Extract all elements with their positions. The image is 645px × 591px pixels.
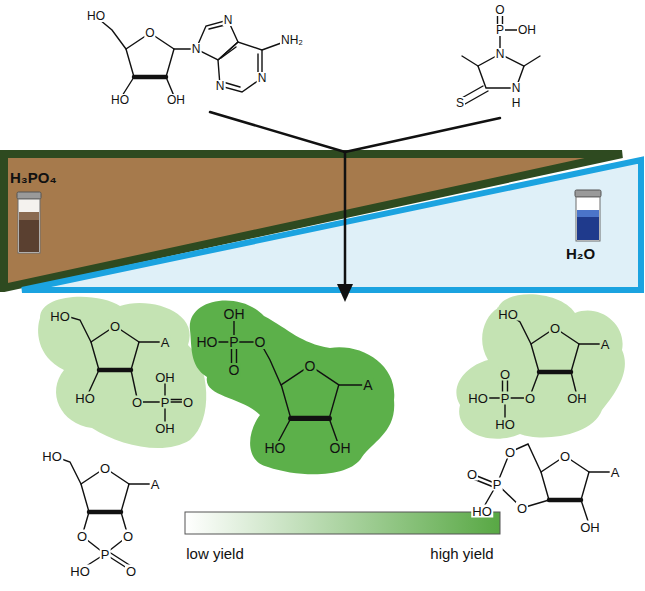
atom-label: O (254, 335, 267, 349)
atom-label: O (122, 530, 134, 543)
atom-label: O (499, 368, 511, 381)
atom-label: OH (566, 392, 588, 405)
legend-label: low yield (185, 546, 245, 561)
atom-label: OH (154, 371, 176, 384)
atom-label: A (150, 478, 161, 491)
atom-label: HO (41, 450, 63, 463)
atom-label: O (76, 530, 88, 543)
atom-label: P (160, 396, 171, 409)
atom-label: O (131, 396, 143, 409)
legend-label: high yield (429, 546, 494, 561)
atom-label: N (215, 80, 226, 92)
atom-label: O (504, 446, 516, 459)
atom-label: OH (329, 441, 352, 455)
solvent-label: H₂O (566, 246, 595, 263)
atom-label: A (160, 336, 171, 349)
atom-label: HO (69, 565, 91, 578)
arrow-head (337, 284, 353, 302)
atom-label: NH₂ (280, 34, 304, 46)
atom-label: N (511, 82, 522, 94)
atom-label: A (362, 378, 373, 392)
atom-label: O (228, 363, 241, 377)
atom-label: O (466, 468, 478, 481)
atom-label: O (125, 565, 137, 578)
solvent-band: H₂O (18, 156, 645, 294)
solvent-label: H₃PO₄ (10, 170, 57, 187)
atom-label: H (511, 97, 522, 109)
atom-label: OH (154, 422, 176, 435)
yield-blob (190, 300, 395, 474)
atom-label: HO (467, 392, 489, 405)
atom-label: P (100, 548, 111, 561)
atom-label: P (228, 335, 239, 349)
atom-label: OH (517, 24, 537, 36)
atom-label: HO (494, 418, 516, 431)
atom-label: HO (110, 94, 130, 106)
atom-label: OH (579, 521, 601, 534)
atom-label: O (99, 462, 111, 475)
atom-label: N (223, 14, 234, 26)
yield-gradient-bar (185, 512, 500, 534)
vial (575, 190, 601, 241)
atom-label: HO (196, 335, 219, 349)
atom-label: O (304, 359, 317, 373)
atom-label: O (144, 27, 155, 39)
atom-label: HO (497, 308, 519, 321)
atom-label: P (495, 24, 505, 36)
atom-label: O (559, 450, 571, 463)
atom-label: P (500, 392, 511, 405)
atom-label: HO (264, 441, 287, 455)
vial (17, 192, 41, 253)
atom-label: N (257, 72, 268, 84)
atom-label: O (516, 502, 528, 515)
atom-label: HO (74, 392, 96, 405)
band-shape (18, 156, 645, 294)
atom-label: S (455, 97, 465, 109)
atom-label: O (494, 4, 505, 16)
atom-label: N (495, 48, 506, 60)
atom-label: P (492, 478, 503, 491)
atom-label: OH (223, 307, 246, 321)
atom-label: A (610, 466, 621, 479)
atom-label: HO (86, 10, 106, 22)
atom-label: O (549, 322, 561, 335)
atom-label: O (182, 396, 194, 409)
atom-label: OH (166, 94, 186, 106)
atom-label: A (600, 338, 611, 351)
atom-label: O (109, 320, 121, 333)
yield-blob (38, 297, 206, 448)
atom-label: HO (471, 505, 493, 518)
atom-label: O (524, 392, 536, 405)
atom-label: N (191, 43, 202, 55)
atom-label: HO (49, 310, 71, 323)
yield-blob (456, 294, 625, 438)
